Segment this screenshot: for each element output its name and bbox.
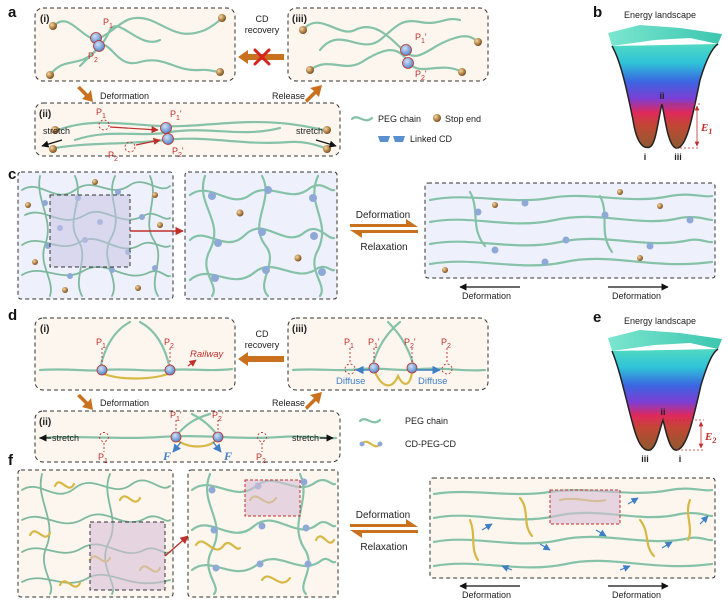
energy-landscape-e: Energy landscape ii iii i E2 (608, 316, 722, 464)
svg-text:P1: P1 (344, 337, 354, 350)
svg-text:Deformation: Deformation (462, 590, 511, 600)
state-iii-box: (iii) P1' P2' (287, 7, 489, 82)
svg-text:stretch: stretch (52, 433, 79, 443)
state-i-box: (i) P1 P2 (34, 7, 236, 82)
svg-text:Relaxation: Relaxation (360, 242, 407, 253)
svg-text:P2: P2 (256, 452, 266, 465)
network-stretched-c (428, 190, 714, 267)
railway-label: Railway (190, 349, 225, 360)
svg-text:P2': P2' (212, 410, 224, 423)
svg-text:P2': P2' (404, 337, 416, 350)
panel-label-a: a (8, 4, 17, 21)
svg-text:iii: iii (641, 454, 649, 464)
svg-text:Energy landscape: Energy landscape (624, 316, 696, 326)
svg-text:Linked CD: Linked CD (410, 134, 453, 144)
svg-text:Deformation: Deformation (100, 398, 149, 408)
release-arrow-a: Release (272, 85, 322, 103)
svg-text:E1: E1 (700, 122, 712, 136)
cd-recovery-arrow-d: CD recovery (238, 329, 284, 366)
svg-text:P2': P2' (172, 146, 184, 159)
state-d-i-box: (i) P1 P2 Railway (34, 317, 236, 391)
panel-f: Deformation Relaxation (17, 469, 716, 600)
svg-text:P1: P1 (98, 452, 108, 465)
svg-text:Deformation: Deformation (356, 210, 410, 221)
state-label-iii: (iii) (292, 14, 307, 25)
svg-text:CD: CD (256, 329, 269, 339)
svg-text:F: F (223, 449, 232, 463)
svg-text:CD: CD (256, 14, 269, 24)
panel-label-f: f (8, 452, 14, 469)
svg-text:P1: P1 (96, 107, 106, 120)
deformation-relaxation-arrows-c: Deformation Relaxation (350, 210, 418, 253)
svg-text:P2: P2 (441, 337, 451, 350)
svg-text:CD-PEG-CD: CD-PEG-CD (405, 439, 456, 449)
point-p1: P1 (103, 17, 113, 30)
svg-text:Release: Release (272, 398, 305, 408)
svg-text:P1': P1' (415, 32, 427, 45)
panel-label-c: c (8, 166, 16, 183)
panel-label-b: b (593, 4, 602, 21)
svg-text:P2': P2' (415, 69, 427, 82)
svg-text:P1': P1' (170, 109, 182, 122)
state-label-ii: (ii) (39, 109, 51, 120)
svg-text:Deformation: Deformation (356, 510, 410, 521)
svg-text:P1': P1' (170, 410, 182, 423)
svg-text:stretch: stretch (292, 433, 319, 443)
svg-text:Relaxation: Relaxation (360, 542, 407, 553)
svg-text:(i): (i) (40, 324, 49, 335)
svg-text:Deformation: Deformation (100, 91, 149, 101)
state-label-i: (i) (40, 14, 49, 25)
svg-text:Diffuse: Diffuse (336, 376, 365, 387)
svg-text:recovery: recovery (245, 340, 280, 350)
svg-text:(iii): (iii) (292, 324, 307, 335)
svg-text:P1': P1' (368, 337, 380, 350)
point-p2: P2 (88, 51, 98, 64)
panel-label-d: d (8, 307, 17, 324)
svg-text:P2: P2 (108, 150, 118, 163)
cd-recovery-arrow: CD recovery (238, 14, 284, 66)
svg-text:Deformation: Deformation (612, 590, 661, 600)
svg-text:ii: ii (659, 91, 664, 101)
svg-text:PEG chain: PEG chain (378, 114, 421, 124)
svg-text:P1: P1 (96, 337, 106, 350)
svg-text:stretch: stretch (43, 126, 70, 136)
svg-text:PEG chain: PEG chain (405, 416, 448, 426)
legend-a: PEG chain Stop end Linked CD (350, 114, 481, 144)
svg-text:recovery: recovery (245, 25, 280, 35)
panel-a: (i) P1 P2 CD recovery (iii) (34, 7, 489, 163)
state-d-iii-box: (iii) P1 P1' P2' P2 Diffuse Diffuse (287, 317, 489, 391)
svg-text:i: i (644, 152, 647, 162)
svg-text:E2: E2 (704, 431, 716, 445)
svg-text:Diffuse: Diffuse (418, 376, 447, 387)
state-ii-box: (ii) P1 P2 P1' P2' stretch stretch (34, 102, 341, 163)
panel-c: Deformation Relaxation Deformation Def (17, 171, 716, 301)
svg-text:i: i (679, 454, 682, 464)
svg-text:Energy landscape: Energy landscape (624, 10, 696, 20)
svg-text:iii: iii (674, 152, 682, 162)
svg-text:Deformation: Deformation (462, 291, 511, 301)
svg-text:ii: ii (660, 407, 665, 417)
deformation-relaxation-arrows-f: Deformation Relaxation (350, 510, 418, 553)
svg-text:stretch: stretch (296, 126, 323, 136)
energy-landscape-b: Energy landscape ii i iii E1 (608, 10, 722, 162)
legend-d: PEG chain CD-PEG-CD (358, 416, 456, 449)
svg-text:F: F (162, 449, 171, 463)
deformation-arrow-d: Deformation (77, 394, 149, 410)
svg-text:(ii): (ii) (39, 417, 51, 428)
state-d-ii-box: (ii) P1' P2' P1 P2 F F stretch stretch (34, 410, 341, 465)
panel-label-e: e (593, 309, 601, 326)
release-arrow-d: Release (272, 392, 322, 410)
svg-text:Deformation: Deformation (612, 291, 661, 301)
svg-text:P2: P2 (164, 337, 174, 350)
deformation-arrow-a: Deformation (77, 86, 149, 102)
panel-d: (i) P1 P2 Railway CD recovery (iii) (34, 317, 489, 465)
svg-text:Stop end: Stop end (445, 114, 481, 124)
svg-text:Release: Release (272, 91, 305, 101)
